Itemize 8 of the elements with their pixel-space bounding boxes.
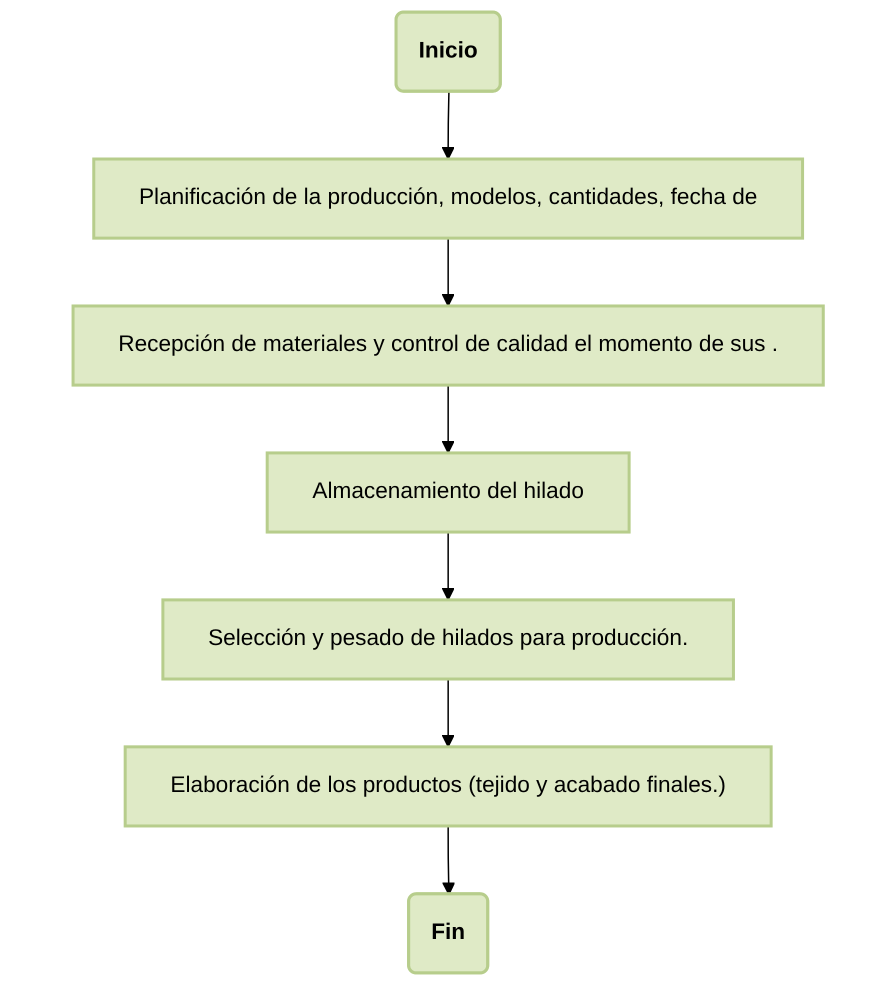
arrow: [441, 679, 455, 748]
node-box: Recepción de materiales y control de calidad el momento de sus .: [71, 304, 825, 387]
node-box: Almacenamiento del hilado: [266, 451, 630, 534]
node-box: Selección y pesado de hilados para producción.: [161, 598, 735, 681]
node-box: Planificación de la producción, modelos, cantidades, fecha de: [92, 158, 804, 240]
node-box: Elaboración de los productos (tejido y acabado finales.): [124, 745, 772, 828]
arrow: [441, 92, 455, 160]
arrow: [441, 532, 455, 600]
